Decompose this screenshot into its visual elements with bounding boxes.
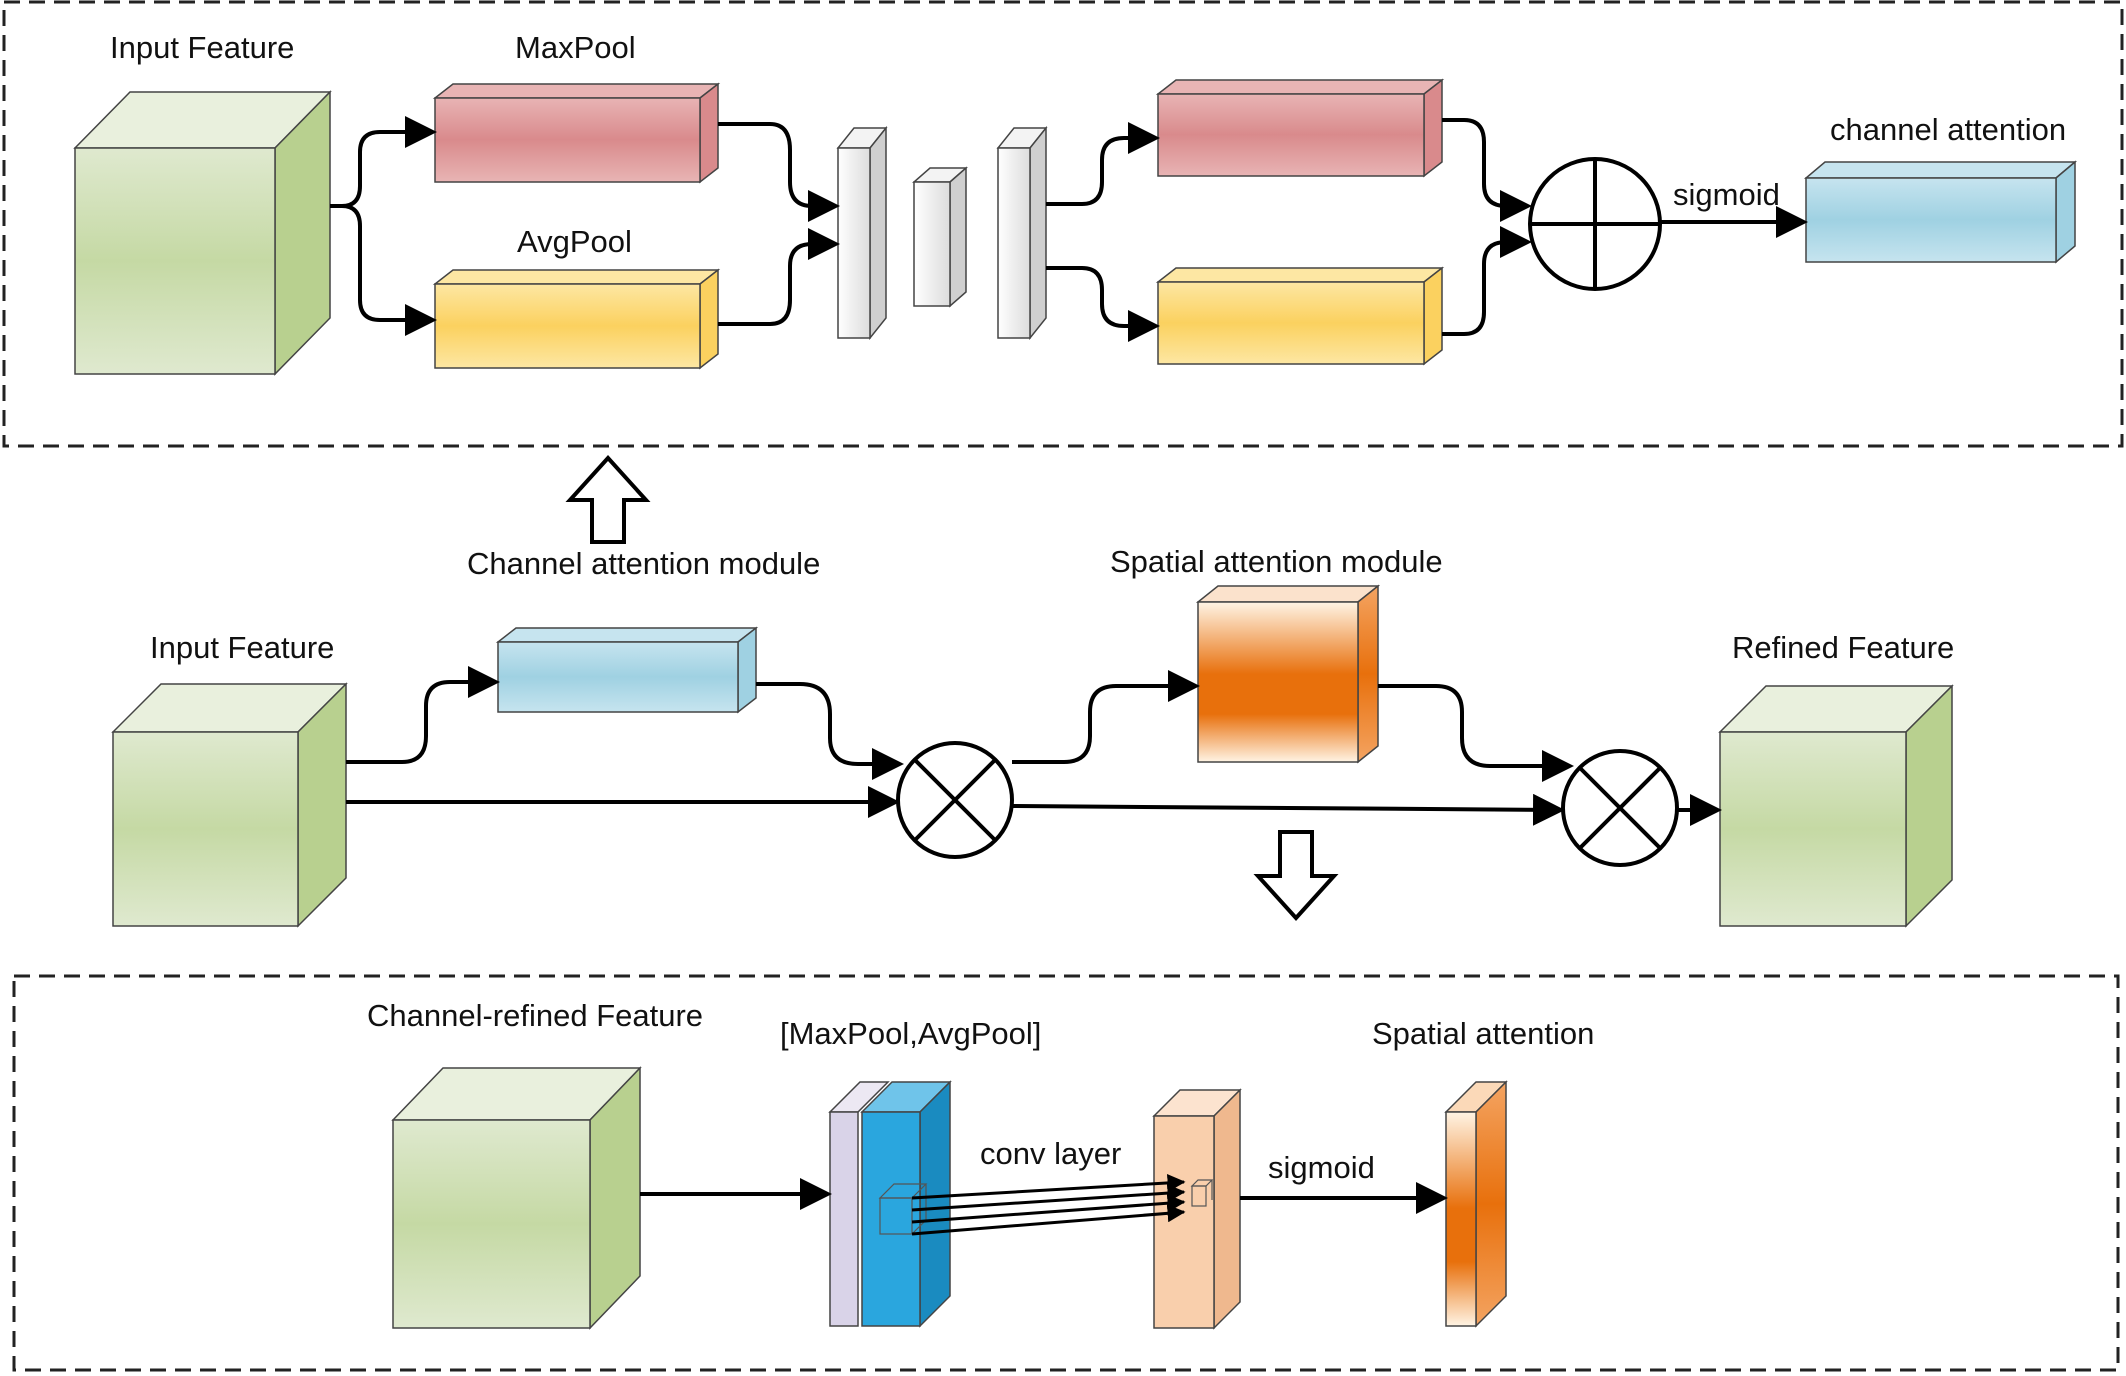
mlp-maxpool-output xyxy=(1155,78,1445,178)
refined-feature-label: Refined Feature xyxy=(1732,630,1954,665)
channel-input-label: Input Feature xyxy=(110,30,294,65)
circle-plus-icon xyxy=(1528,157,1662,291)
channel-attention-label: channel attention xyxy=(1830,112,2066,147)
conv-output-map xyxy=(1152,1088,1242,1330)
spatial-attention-map xyxy=(1444,1080,1508,1328)
main-input-cube xyxy=(111,682,348,928)
channel-module-label: Channel attention module xyxy=(467,546,820,581)
channel-attention-bar xyxy=(1803,160,2078,264)
concat-label: [MaxPool,AvgPool] xyxy=(780,1016,1041,1051)
avgpool-bar xyxy=(432,268,721,370)
spatial-attention-label: Spatial attention xyxy=(1372,1016,1594,1051)
conv-layer-label: conv layer xyxy=(980,1136,1121,1171)
conv-arrows xyxy=(911,1173,1186,1236)
shared-mlp xyxy=(836,125,1048,341)
channel-refined-cube xyxy=(391,1066,642,1330)
avgpool-label: AvgPool xyxy=(517,224,632,259)
pooled-maps-stack xyxy=(828,1080,952,1328)
hollow-up-arrow-icon xyxy=(565,455,651,544)
refined-feature-cube xyxy=(1718,684,1954,928)
spatial-connectors xyxy=(640,1178,1448,1214)
main-input-label: Input Feature xyxy=(150,630,334,665)
circle-times-icon xyxy=(1561,749,1679,867)
channel-connectors xyxy=(330,116,1808,342)
hollow-down-arrow-icon xyxy=(1253,830,1339,921)
mlp-avgpool-output xyxy=(1155,266,1445,366)
maxpool-label: MaxPool xyxy=(515,30,636,65)
circle-times-icon xyxy=(896,741,1014,859)
spatial-module-label: Spatial attention module xyxy=(1110,544,1443,579)
maxpool-bar xyxy=(432,82,721,184)
spatial-sigmoid-label: sigmoid xyxy=(1268,1150,1375,1185)
channel-module-box xyxy=(2,0,2124,448)
main-connectors xyxy=(346,666,1722,826)
main-channel-attention-bar xyxy=(495,626,759,714)
channel-input-cube xyxy=(73,90,332,376)
spatial-module-box xyxy=(12,974,2120,1372)
channel-sigmoid-label: sigmoid xyxy=(1673,177,1780,212)
main-spatial-attention-block xyxy=(1195,584,1381,764)
spatial-input-label: Channel-refined Feature xyxy=(367,998,703,1033)
